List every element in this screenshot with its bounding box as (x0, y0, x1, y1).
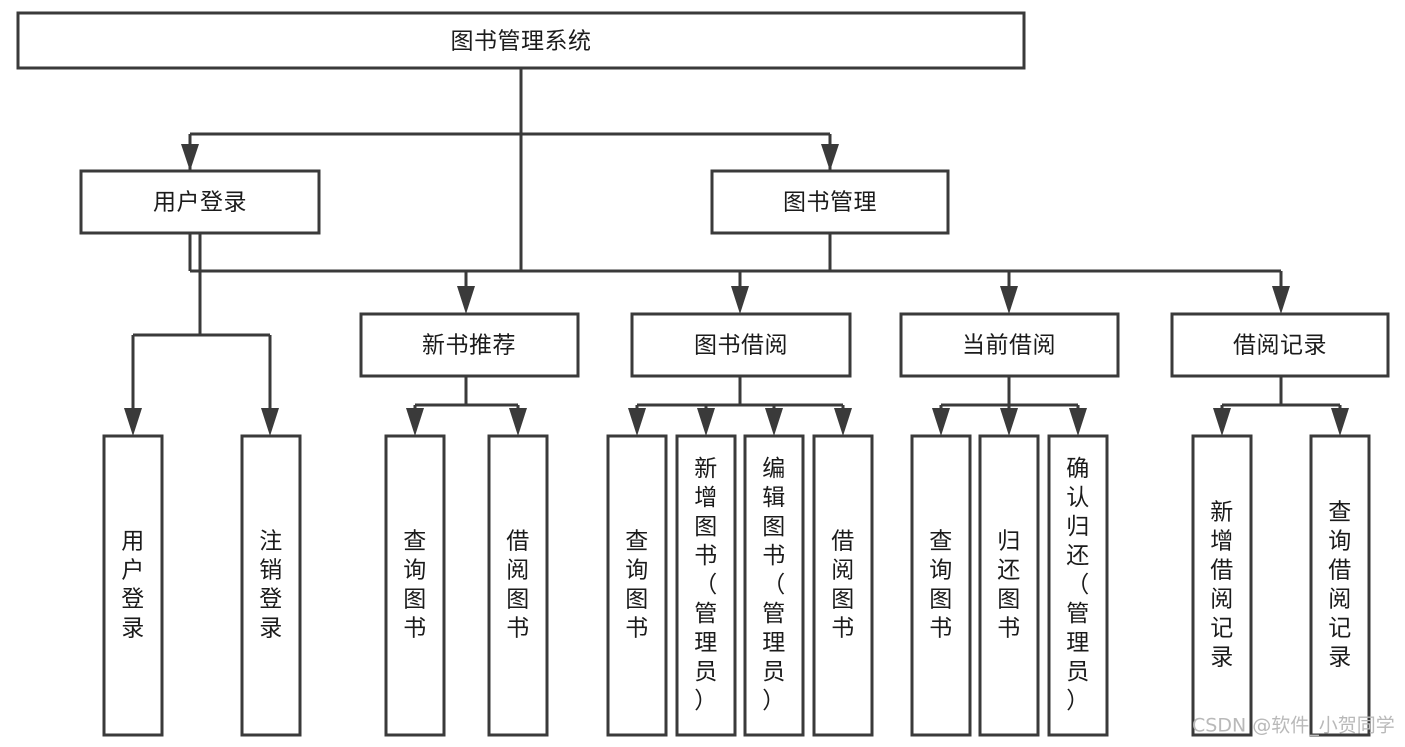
node-leaf-user-login-label: 用户登录 (121, 528, 145, 641)
node-book-borrow[interactable]: 图书借阅 (630, 312, 852, 378)
arrow-head-borrow-record (1272, 286, 1290, 314)
node-leaf-borrow-book-2-box[interactable] (812, 434, 874, 737)
node-new-book-recommend-label: 新书推荐 (422, 333, 516, 359)
arrow-head-leaf-query-book-3 (932, 408, 950, 436)
node-leaf-logout-login-box[interactable] (240, 434, 302, 737)
node-leaf-confirm-return[interactable]: 确认归还（管理员） (1047, 434, 1109, 737)
node-current-borrow-label: 当前借阅 (962, 333, 1056, 359)
arrow-head-leaf-query-record (1331, 408, 1349, 436)
arrow-head-leaf-query-book-2 (628, 408, 646, 436)
node-leaf-query-book-2-label: 查询图书 (625, 528, 649, 641)
node-borrow-record-box[interactable] (1170, 312, 1390, 378)
node-leaf-query-book-3[interactable]: 查询图书 (910, 434, 972, 737)
arrow-head-leaf-logout-login (261, 408, 279, 436)
node-leaf-borrow-book-1-label: 借阅图书 (506, 528, 530, 641)
arrow-head-new-book-recommend (457, 286, 475, 314)
node-leaf-edit-book[interactable]: 编辑图书（管理员） (743, 434, 805, 737)
node-leaf-return-book-label: 归还图书 (997, 528, 1021, 641)
node-leaf-edit-book-label: 编辑图书（管理员） (762, 456, 786, 714)
node-user-login-box[interactable] (79, 169, 321, 235)
node-leaf-add-book-box[interactable] (675, 434, 737, 737)
node-book-borrow-box[interactable] (630, 312, 852, 378)
node-borrow-record-label: 借阅记录 (1233, 333, 1327, 359)
arrow-head-leaf-confirm-return (1069, 408, 1087, 436)
node-root-box[interactable] (16, 11, 1026, 70)
arrow-head-leaf-borrow-book-1 (509, 408, 527, 436)
node-leaf-add-book-label: 新增图书（管理员） (694, 456, 718, 714)
node-leaf-logout-login-label: 注销登录 (259, 528, 283, 641)
node-borrow-record[interactable]: 借阅记录 (1170, 312, 1390, 378)
arrow-head-leaf-add-book (697, 408, 715, 436)
arrow-head-current-borrow (1000, 286, 1018, 314)
node-book-management-box[interactable] (710, 169, 950, 235)
node-leaf-borrow-book-2-label: 借阅图书 (831, 528, 855, 641)
node-leaf-query-record[interactable]: 查询借阅记录 (1309, 434, 1371, 737)
node-leaf-confirm-return-label: 确认归还（管理员） (1066, 456, 1090, 714)
node-root-label: 图书管理系统 (451, 29, 592, 55)
node-leaf-query-book-1[interactable]: 查询图书 (384, 434, 446, 737)
node-leaf-query-record-box[interactable] (1309, 434, 1371, 737)
node-current-borrow[interactable]: 当前借阅 (899, 312, 1120, 378)
node-leaf-borrow-book-1-box[interactable] (487, 434, 549, 737)
node-leaf-logout-login[interactable]: 注销登录 (240, 434, 302, 737)
node-book-borrow-label: 图书借阅 (694, 333, 788, 359)
node-leaf-add-book[interactable]: 新增图书（管理员） (675, 434, 737, 737)
node-user-login-label: 用户登录 (153, 190, 247, 216)
node-leaf-add-record[interactable]: 新增借阅记录 (1191, 434, 1253, 737)
arrow-head-leaf-add-record (1213, 408, 1231, 436)
node-leaf-query-book-2[interactable]: 查询图书 (606, 434, 668, 737)
node-leaf-return-book[interactable]: 归还图书 (978, 434, 1040, 737)
arrow-head-leaf-return-book (1000, 408, 1018, 436)
node-root[interactable]: 图书管理系统 (16, 11, 1026, 70)
arrow-head-leaf-borrow-book-2 (834, 408, 852, 436)
node-leaf-query-book-1-label: 查询图书 (403, 528, 427, 641)
node-book-management[interactable]: 图书管理 (710, 169, 950, 235)
node-leaf-query-record-label: 查询借阅记录 (1328, 499, 1352, 670)
csdn-watermark: CSDN @软件_小贺同学 (1192, 715, 1395, 737)
node-new-book-recommend-box[interactable] (359, 312, 580, 378)
node-leaf-query-book-2-box[interactable] (606, 434, 668, 737)
node-leaf-confirm-return-box[interactable] (1047, 434, 1109, 737)
node-new-book-recommend[interactable]: 新书推荐 (359, 312, 580, 378)
node-leaf-query-book-1-box[interactable] (384, 434, 446, 737)
arrow-head-leaf-edit-book (765, 408, 783, 436)
arrow-head-book-borrow (731, 286, 749, 314)
arrow-head-book-management (821, 144, 839, 171)
node-leaf-query-book-3-box[interactable] (910, 434, 972, 737)
node-user-login[interactable]: 用户登录 (79, 169, 321, 235)
node-leaf-add-record-label: 新增借阅记录 (1210, 499, 1234, 670)
node-leaf-edit-book-box[interactable] (743, 434, 805, 737)
node-leaf-user-login-box[interactable] (102, 434, 164, 737)
node-current-borrow-box[interactable] (899, 312, 1120, 378)
node-leaf-add-record-box[interactable] (1191, 434, 1253, 737)
node-leaf-borrow-book-2[interactable]: 借阅图书 (812, 434, 874, 737)
node-leaf-user-login[interactable]: 用户登录 (102, 434, 164, 737)
connector-layer (124, 68, 1349, 436)
arrow-head-leaf-query-book-1 (406, 408, 424, 436)
node-book-management-label: 图书管理 (783, 190, 877, 216)
node-leaf-query-book-3-label: 查询图书 (929, 528, 953, 641)
node-leaf-return-book-box[interactable] (978, 434, 1040, 737)
arrow-head-user-login (181, 144, 199, 171)
node-leaf-borrow-book-1[interactable]: 借阅图书 (487, 434, 549, 737)
arrow-head-leaf-user-login (124, 408, 142, 436)
